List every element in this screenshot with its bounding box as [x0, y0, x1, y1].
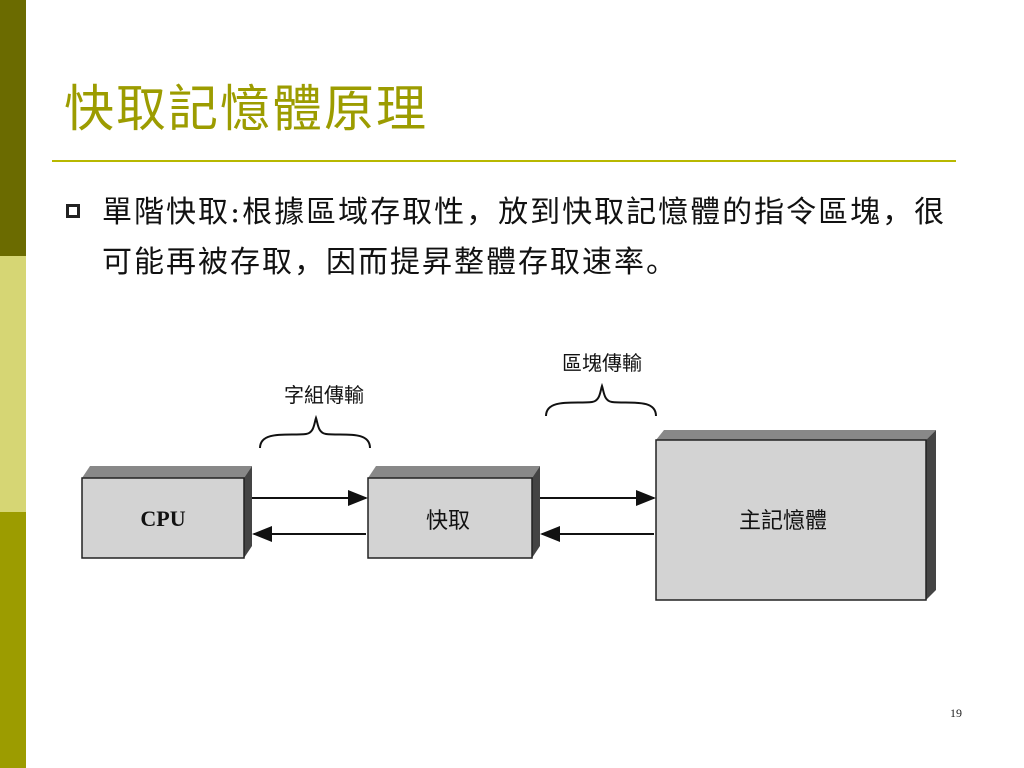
bullet-text: 單階快取:根據區域存取性，放到快取記憶體的指令區塊，很可能再被存取，因而提昇整體…: [102, 195, 947, 280]
accent-stripe-middle: [0, 256, 26, 512]
slide-title: 快取記憶體原理: [64, 80, 428, 138]
cpu-box: CPU: [81, 466, 252, 559]
cpu-label: CPU: [140, 506, 185, 531]
accent-stripe-bottom: [0, 512, 26, 768]
main-memory-box: 主記憶體: [655, 430, 936, 601]
accent-stripe-top: [0, 0, 26, 256]
word-transfer-label: 字組傳輸: [284, 384, 364, 407]
title-divider: [52, 160, 956, 162]
main-memory-label: 主記憶體: [739, 508, 827, 533]
cache-box: 快取: [367, 466, 540, 559]
page-number: 19: [950, 706, 962, 720]
block-transfer-label: 區塊傳輸: [562, 352, 642, 375]
block-transfer-brace: [545, 382, 657, 417]
square-bullet-icon: [66, 204, 80, 218]
word-transfer-brace: [259, 414, 371, 449]
cache-label: 快取: [426, 508, 470, 533]
